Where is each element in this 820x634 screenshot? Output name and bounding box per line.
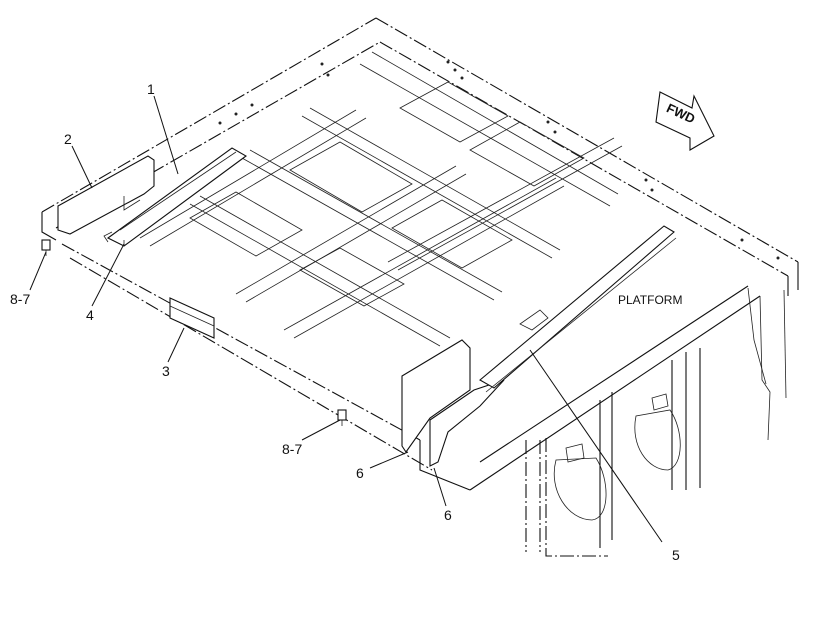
callout-5: 5 <box>672 547 680 563</box>
long-plate <box>103 147 248 247</box>
callout-1: 1 <box>147 81 155 97</box>
callout-3: 3 <box>162 363 170 379</box>
grating-grid <box>139 51 623 347</box>
callout-6-left: 6 <box>356 465 364 481</box>
bolt-center <box>337 409 347 426</box>
callout-6-right: 6 <box>444 507 452 523</box>
callout-8-7-left: 8-7 <box>10 291 30 307</box>
platform-label: PLATFORM <box>618 293 682 307</box>
support-structure <box>419 285 787 557</box>
leader-lines <box>29 95 663 543</box>
small-plate <box>169 297 215 339</box>
side-guard <box>57 155 155 235</box>
forward-arrow-icon: FWD <box>655 91 715 151</box>
callout-2: 2 <box>64 131 72 147</box>
platform-frame <box>41 17 799 471</box>
diagonal-rail <box>479 225 677 393</box>
bolt-left <box>41 239 51 256</box>
shield-panel <box>401 339 505 467</box>
callout-8-7-center: 8-7 <box>282 441 302 457</box>
callout-4: 4 <box>86 307 94 323</box>
